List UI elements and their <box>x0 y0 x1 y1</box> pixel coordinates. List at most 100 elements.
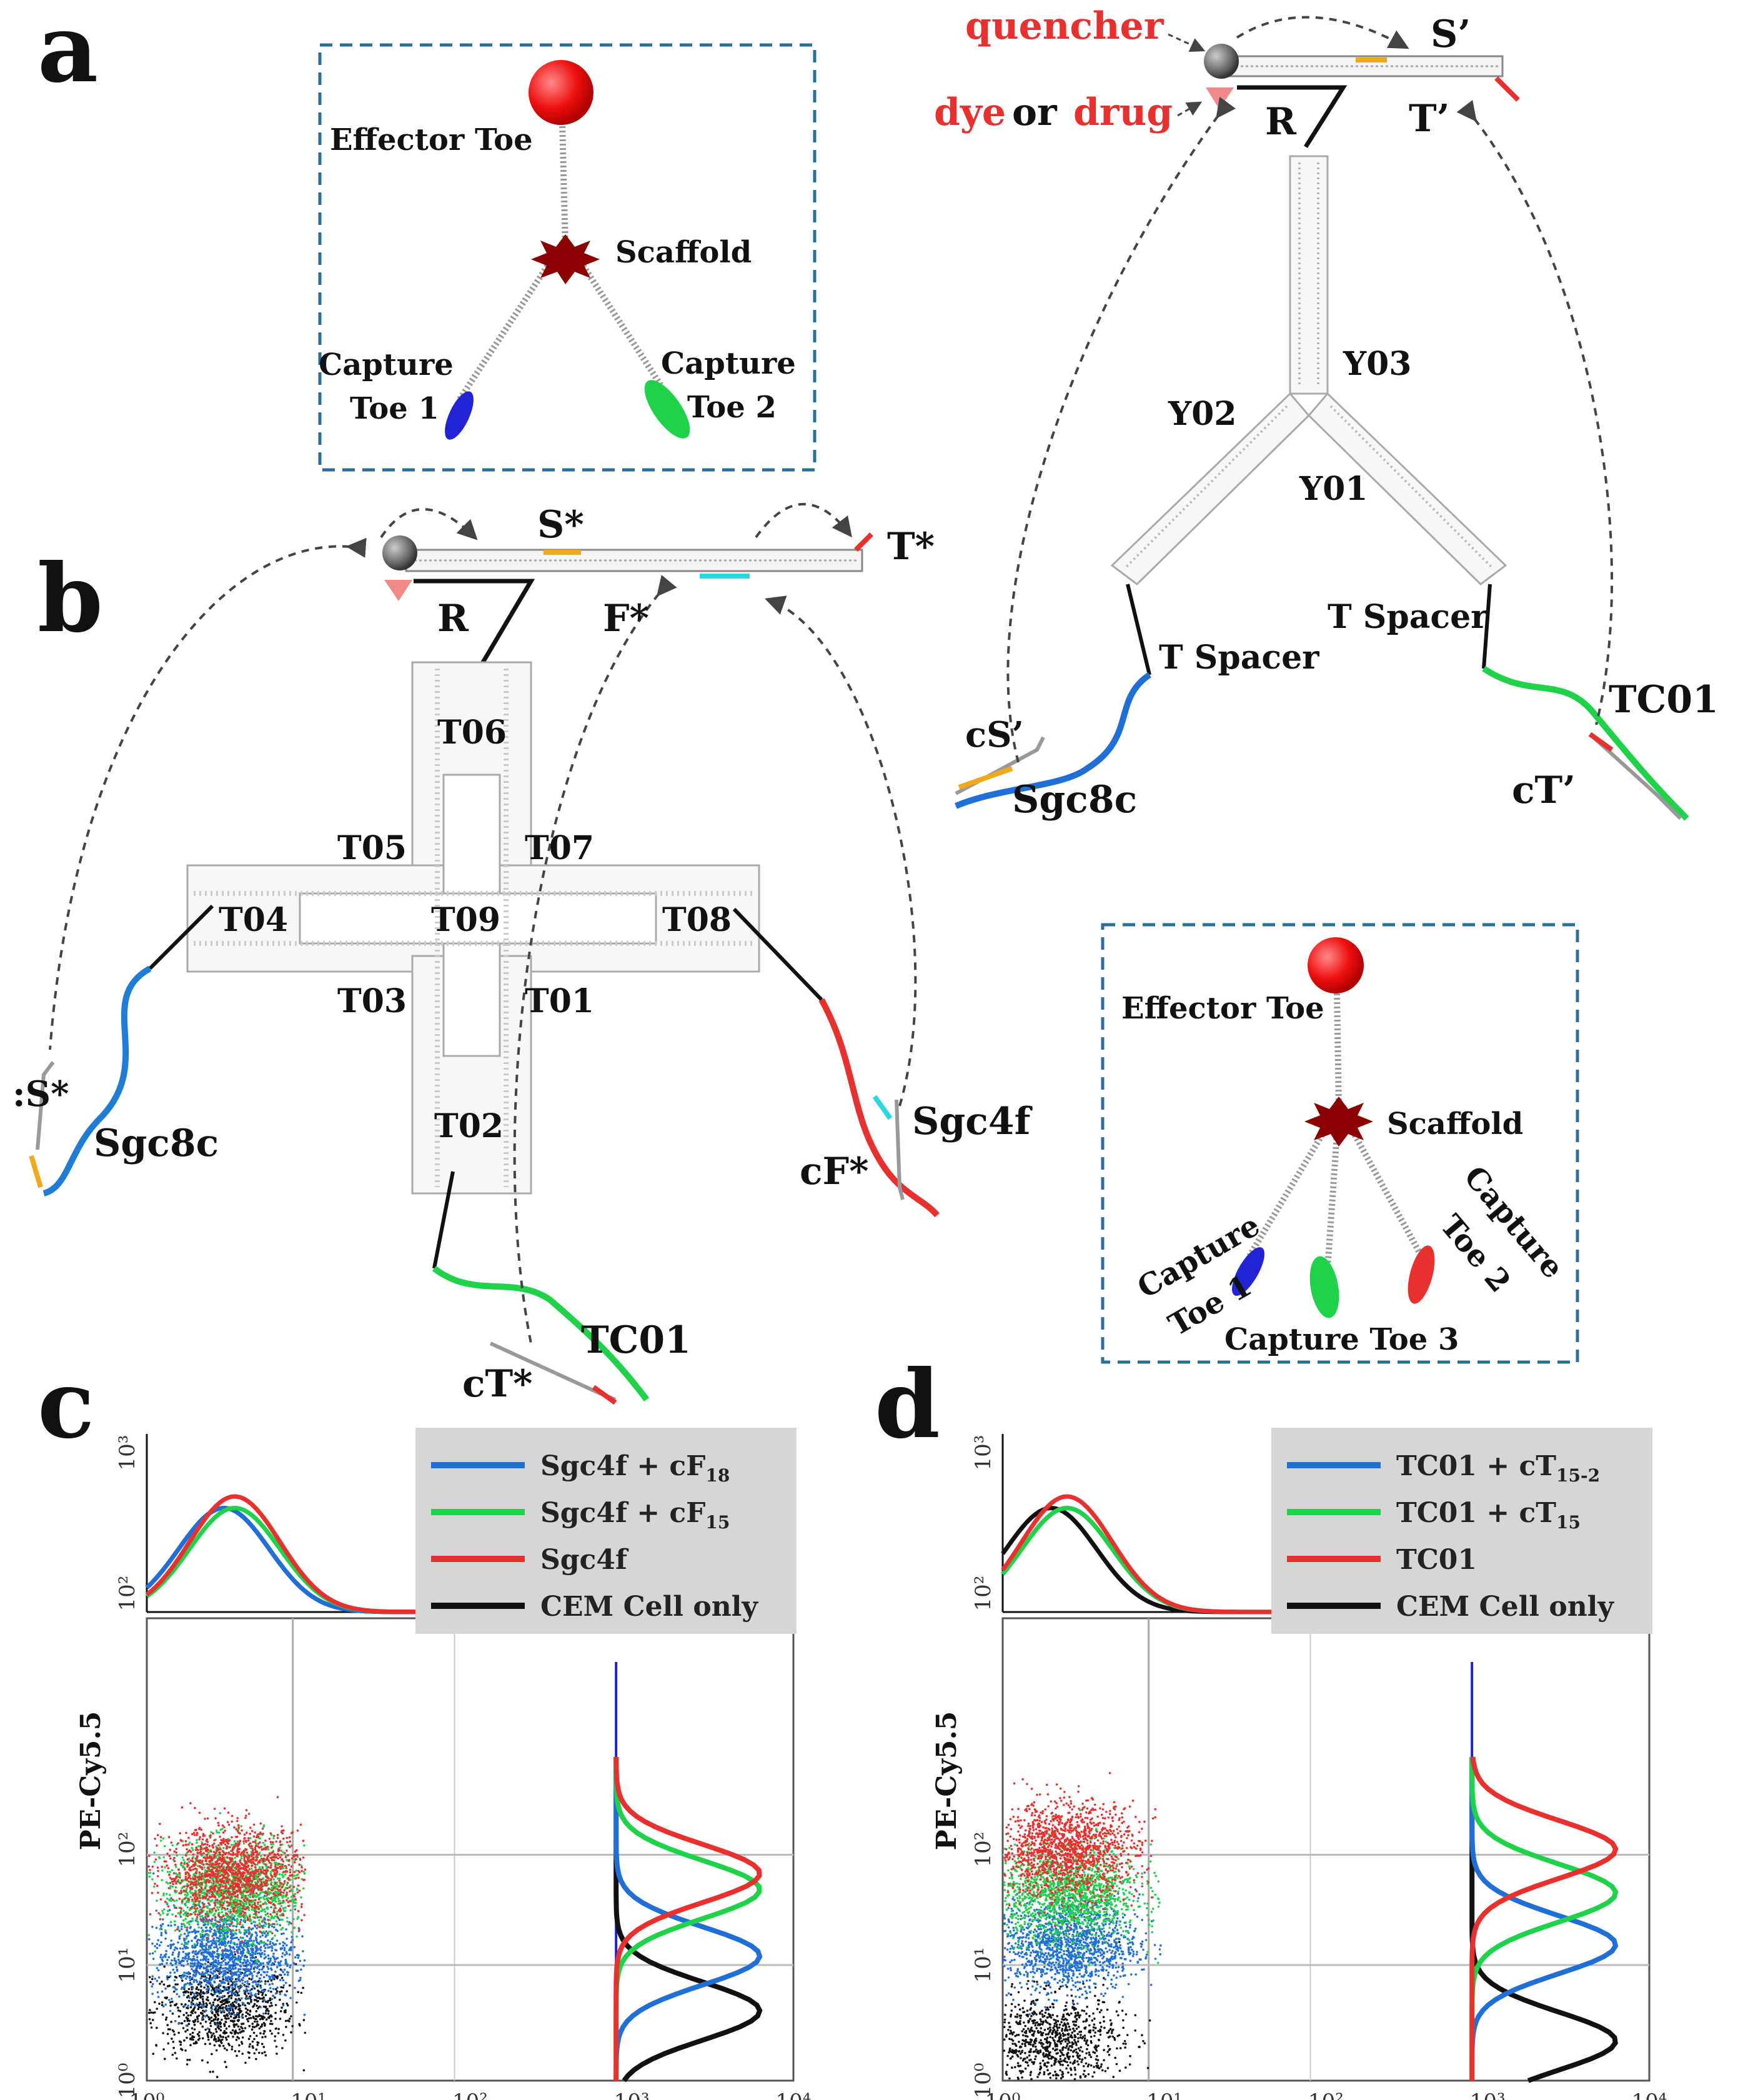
scatter-point <box>156 1844 158 1847</box>
scatter-point <box>212 1973 214 1975</box>
scatter-point <box>202 2009 204 2012</box>
scatter-point <box>232 1972 235 1974</box>
scatter-point <box>161 1959 164 1963</box>
scatter-point <box>279 1998 281 2001</box>
scatter-point <box>155 2044 157 2046</box>
scatter-point <box>207 1973 210 1976</box>
scatter-point <box>211 1942 214 1944</box>
scatter-point <box>225 1866 228 1869</box>
scatter-point <box>219 1989 221 1992</box>
scatter-point <box>274 1975 277 1978</box>
scatter-point <box>196 1864 199 1868</box>
scatter-point <box>274 1961 277 1963</box>
scatter-point <box>163 1908 166 1911</box>
scatter-point <box>221 1824 224 1827</box>
scatter-point <box>225 1852 228 1854</box>
scatter-point <box>191 2027 194 2029</box>
scatter-point <box>242 1908 246 1910</box>
scatter-point <box>162 1918 164 1921</box>
scatter-point <box>199 1996 202 1999</box>
scatter-point <box>152 1872 155 1875</box>
scatter-point <box>300 1919 303 1921</box>
scatter-point <box>149 1871 152 1874</box>
box1-capture2-l1: Capture <box>661 346 796 381</box>
scatter-point <box>154 1838 156 1840</box>
scatter-point <box>274 1853 277 1856</box>
y-sgc8c-label: Sgc8c <box>1012 778 1137 822</box>
or-label: or <box>1012 91 1058 134</box>
scatter-point <box>270 1896 273 1899</box>
x-r-label: R <box>437 597 469 640</box>
scatter-point <box>176 1993 179 1996</box>
scatter-point <box>223 2023 226 2026</box>
scatter-point <box>271 1983 274 1985</box>
scatter-point <box>290 2031 292 2034</box>
scatter-point <box>242 1894 246 1898</box>
scatter-point <box>255 2058 257 2061</box>
scatter-point <box>297 1956 300 1959</box>
scatter-point <box>224 1961 227 1964</box>
scatter-point <box>210 1900 212 1903</box>
scatter-point <box>242 1989 246 1992</box>
scatter-point <box>302 1964 305 1967</box>
scatter-point <box>179 1832 182 1834</box>
scatter-point <box>257 1880 259 1883</box>
scatter-point <box>204 1886 207 1889</box>
scatter-point <box>209 1974 212 1977</box>
scatter-point <box>161 1909 164 1913</box>
scatter-point <box>246 2002 249 2004</box>
scatter-point <box>254 1851 257 1853</box>
scatter-point <box>210 1940 212 1943</box>
scatter-point <box>214 2028 217 2031</box>
scatter-point <box>255 1937 257 1940</box>
scatter-point <box>252 1986 255 1989</box>
scatter-point <box>219 1842 222 1844</box>
scatter-point <box>231 1993 234 1995</box>
scatter-point <box>284 1906 287 1909</box>
scatter-point <box>184 1889 187 1893</box>
scatter-point <box>290 1874 294 1876</box>
scatter-point <box>151 1983 154 1986</box>
scatter-point <box>263 2016 266 2019</box>
scatter-point <box>238 1986 241 1989</box>
scatter-point <box>284 1856 287 1859</box>
scatter-point <box>224 1931 227 1934</box>
scatter-point <box>219 1984 222 1987</box>
scatter-point <box>228 1893 231 1896</box>
scatter-point <box>284 1864 287 1868</box>
scatter-point <box>148 2018 151 2021</box>
scatter-point <box>206 2061 209 2064</box>
scatter-point <box>188 1874 191 1877</box>
scatter-point <box>236 2036 239 2038</box>
scatter-point <box>240 1857 243 1860</box>
scatter-point <box>219 1812 222 1814</box>
scatter-point <box>249 1996 252 1999</box>
scatter-point <box>214 1969 217 1972</box>
scatter-point <box>179 1906 182 1909</box>
scatter-point <box>209 1982 212 1985</box>
box2-effector-label: Effector Toe <box>1121 991 1324 1026</box>
scatter-point <box>231 1986 234 1989</box>
scatter-point <box>236 1817 239 1819</box>
scatter-point <box>239 1903 242 1906</box>
scatter-point <box>201 1883 204 1886</box>
scatter-point <box>159 1983 161 1985</box>
scatter-point <box>178 1961 181 1963</box>
scatter-point <box>297 1991 300 1994</box>
scatter-point <box>224 2061 227 2063</box>
scatter-point <box>166 1962 168 1964</box>
scatter-point <box>154 1883 156 1885</box>
scatter-point <box>181 1856 184 1859</box>
scatter-point <box>223 2029 226 2033</box>
scatter-point <box>247 1933 251 1935</box>
scatter-point <box>222 1978 225 1981</box>
scatter-point <box>219 2001 222 2003</box>
scatter-point <box>175 1988 178 1991</box>
scatter-point <box>222 1956 225 1959</box>
scatter-point <box>161 1869 164 1872</box>
x-tc01-label: TC01 <box>581 1318 691 1362</box>
t08-label: T08 <box>662 901 732 939</box>
scatter-point <box>182 1959 185 1963</box>
scatter-point <box>253 1906 256 1909</box>
scatter-point <box>269 2023 272 2025</box>
